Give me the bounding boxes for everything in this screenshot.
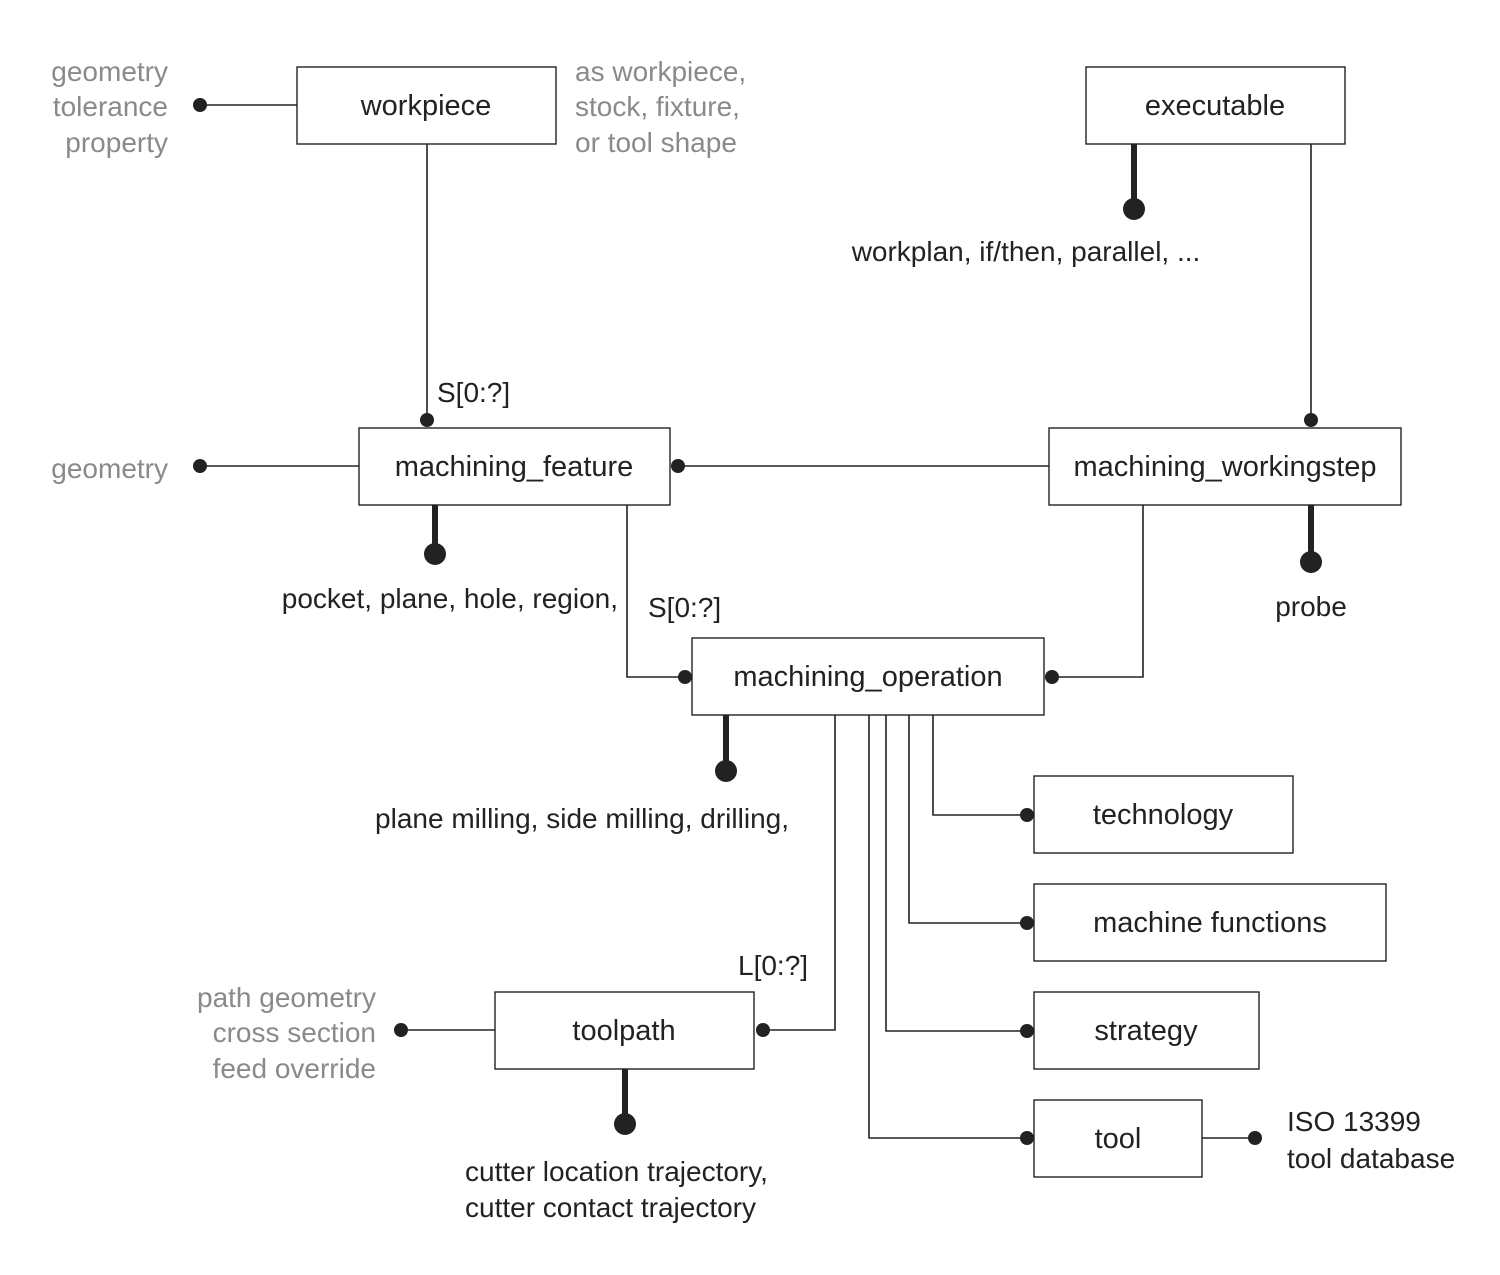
workpiece-attr-line-1: geometry [51,56,168,87]
entity-machine-functions: machine functions [1033,883,1387,962]
workpiece-attr-dot [193,98,207,112]
feature-subtype-dot [424,543,446,565]
operation-subtype-dot [715,760,737,782]
cardinality-operation-toolpath: L[0:?] [738,950,808,981]
toolpath-subtype-dot [614,1113,636,1135]
entity-machining-feature-label: machining_feature [395,451,634,483]
operation-strategy-dot [1020,1024,1034,1038]
operation-tool-dot [1020,1131,1034,1145]
operation-technology-dot [1020,808,1034,822]
entity-executable-label: executable [1145,90,1285,122]
entity-machining-workingstep-label: machining_workingstep [1073,451,1376,483]
toolpath-attr-dot [394,1023,408,1037]
entity-machining-workingstep: machining_workingstep [1048,427,1402,506]
entity-technology: technology [1033,775,1294,854]
toolpath-subtype-label: cutter location trajectory, cutter conta… [465,1156,768,1223]
workpiece-feature-dot [420,413,434,427]
entity-tool: tool [1033,1099,1203,1178]
operation-machinefunctions-dot [1020,916,1034,930]
operation-strategy-line [885,715,1027,1032]
operation-machinefunctions-line [908,715,1027,924]
feature-operation-line [626,505,685,678]
cardinality-workpiece-feature: S[0:?] [437,377,510,408]
toolpath-subtype-line-2: cutter contact trajectory [465,1192,756,1223]
entity-workpiece-label: workpiece [360,90,492,122]
entity-machining-operation-label: machining_operation [733,661,1002,693]
operation-technology-line [932,715,1027,816]
workpiece-usage-line-3: or tool shape [575,127,737,158]
tool-database-line-2: tool database [1287,1143,1455,1174]
workingstep-subtype-label: probe [1275,591,1347,622]
workpiece-attr-line-2: tolerance [53,91,168,122]
feature-attribute-note: geometry [51,453,168,484]
entity-tool-label: tool [1095,1123,1142,1155]
entity-machine-functions-label: machine functions [1093,907,1327,939]
workingstep-subtype-dot [1300,551,1322,573]
workpiece-usage-line-1: as workpiece, [575,56,746,87]
entity-technology-label: technology [1093,799,1234,831]
operation-subtype-label: plane milling, side milling, drilling, [375,803,789,834]
operation-tool-line [868,715,1027,1139]
workpiece-usage-line-2: stock, fixture, [575,91,740,122]
workingstep-feature-dot [671,459,685,473]
toolpath-subtype-line-1: cutter location trajectory, [465,1156,768,1187]
toolpath-attr-line-1: path geometry [197,982,376,1013]
workingstep-operation-line [1052,505,1144,678]
feature-attr-dot [193,459,207,473]
entity-strategy: strategy [1033,991,1260,1070]
entity-workpiece: workpiece [296,66,557,145]
connectors [193,98,1322,1145]
entity-machining-operation: machining_operation [691,637,1045,716]
entity-toolpath: toolpath [494,991,755,1070]
toolpath-attr-line-3: feed override [213,1053,376,1084]
feature-operation-dot [678,670,692,684]
workpiece-attr-line-3: property [65,127,168,158]
toolpath-attribute-note: path geometry cross section feed overrid… [197,982,376,1084]
toolpath-attr-line-2: cross section [213,1017,376,1048]
operation-toolpath-line [763,715,836,1031]
tool-database-label: ISO 13399 tool database [1287,1106,1455,1174]
cardinality-feature-operation: S[0:?] [648,592,721,623]
entity-strategy-label: strategy [1094,1015,1198,1047]
entity-machining-feature: machining_feature [358,427,671,506]
executable-subtype-dot [1123,198,1145,220]
tool-database-line-1: ISO 13399 [1287,1106,1421,1137]
tool-database-dot [1248,1131,1262,1145]
workingstep-operation-dot [1045,670,1059,684]
workpiece-usage-note: as workpiece, stock, fixture, or tool sh… [575,56,746,158]
executable-workingstep-dot [1304,413,1318,427]
executable-subtype-label: workplan, if/then, parallel, ... [851,236,1201,267]
entity-executable: executable [1085,66,1346,145]
entity-toolpath-label: toolpath [572,1015,675,1047]
operation-toolpath-dot [756,1023,770,1037]
feature-subtype-label: pocket, plane, hole, region, [282,583,618,614]
workpiece-attribute-note: geometry tolerance property [51,56,168,158]
